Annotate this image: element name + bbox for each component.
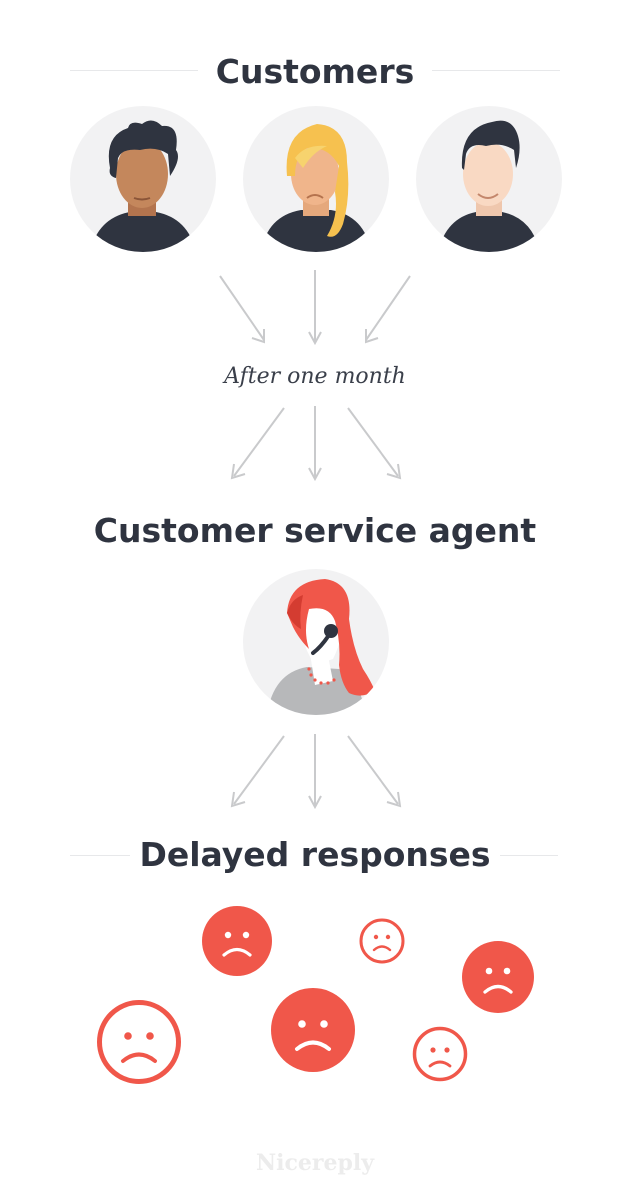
responses-rule-left	[70, 855, 130, 856]
arrows-to-agent	[230, 406, 402, 482]
sad-face-icon	[359, 918, 405, 964]
arrows-to-responses	[230, 734, 402, 810]
brand-logo: Nicereply	[256, 1150, 374, 1176]
responses-title: Delayed responses	[139, 835, 491, 874]
sad-face-icon	[202, 906, 272, 976]
customers-rule-left	[70, 70, 198, 71]
customer-avatar-3	[416, 106, 562, 252]
sad-face-icon	[97, 1000, 181, 1084]
customer-avatar-1	[70, 106, 216, 252]
responses-rule-right	[500, 855, 558, 856]
customer-avatar-2	[243, 106, 389, 252]
sad-face-icon	[462, 941, 534, 1013]
customers-title: Customers	[215, 52, 415, 91]
agent-title: Customer service agent	[93, 511, 537, 550]
agent-avatar	[243, 569, 389, 715]
caption-after-one-month: After one month	[224, 364, 406, 389]
sad-face-icon	[412, 1026, 468, 1082]
sad-face-icon	[271, 988, 355, 1072]
customers-rule-right	[432, 70, 560, 71]
arrows-to-caption	[219, 270, 411, 346]
